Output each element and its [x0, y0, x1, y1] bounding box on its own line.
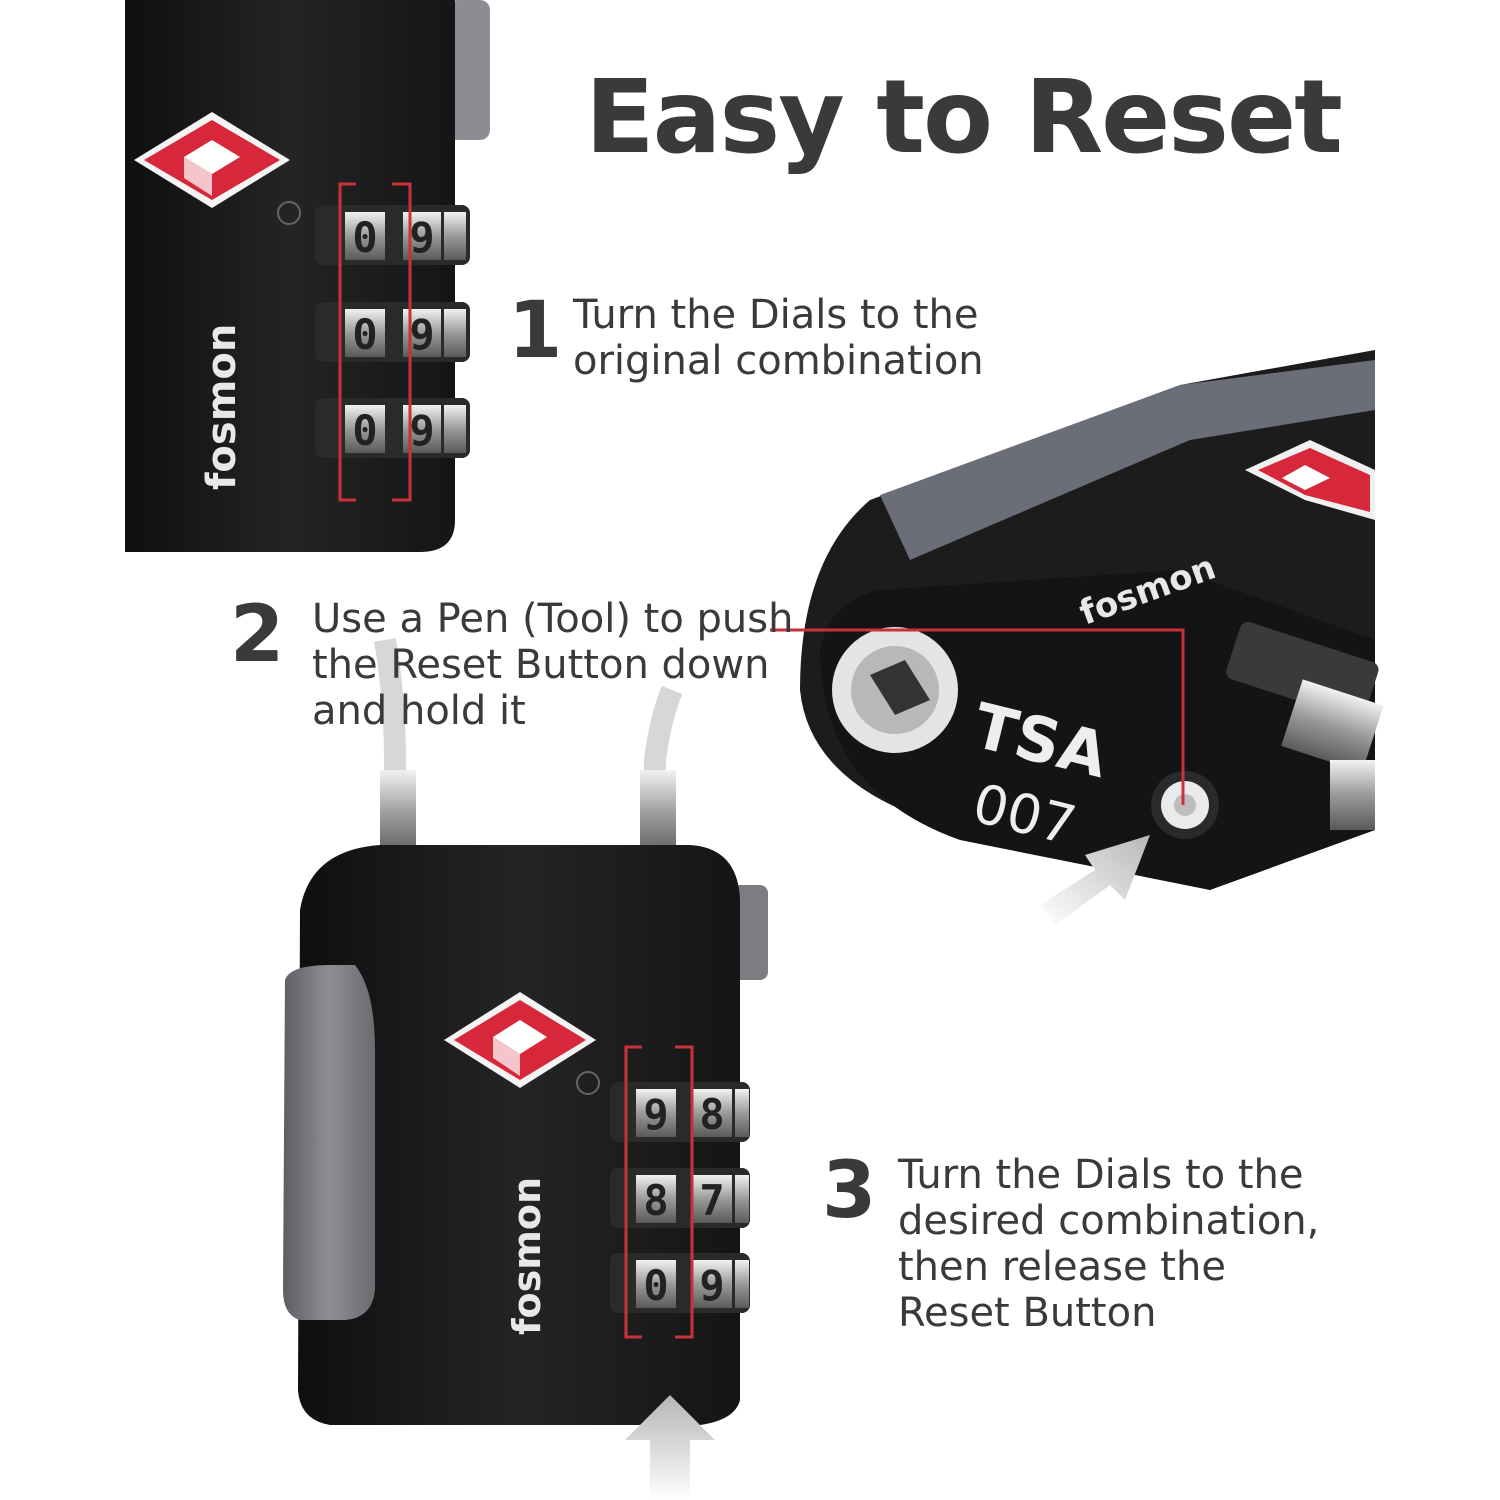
dial-3-next-digit: 9 [699, 1261, 724, 1310]
dial-2-next-digit: 7 [699, 1176, 724, 1225]
lock-3: 9 8 0 8 7 9 fosmon [283, 638, 768, 1500]
push-arrow-icon [1040, 835, 1150, 925]
step-2-number: 2 [230, 590, 285, 680]
step-1-text: Turn the Dials to the original combinati… [573, 292, 984, 384]
dial-1-next-digit: 9 [409, 213, 434, 262]
dial-1-digit: 0 [352, 213, 377, 262]
tsa-diamond-icon [1245, 440, 1375, 520]
brand-logo: fosmon [199, 324, 245, 490]
step-3-text: Turn the Dials to the desired combinatio… [898, 1152, 1320, 1336]
registered-mark-icon [576, 1071, 600, 1095]
dial-3-next-digit: 9 [409, 406, 434, 455]
dial-3-digit: 0 [352, 406, 377, 455]
tsa-diamond-icon [134, 112, 290, 208]
highlight-bracket-3 [624, 1045, 694, 1339]
dial-1-digit: 9 [643, 1090, 668, 1139]
pointer-line [770, 628, 1185, 805]
dial-2-digit: 0 [352, 310, 377, 359]
tsa-diamond-icon [444, 992, 596, 1088]
registered-mark-icon [277, 201, 301, 225]
dial-1-next-digit: 8 [699, 1090, 724, 1139]
dial-3-digit: 0 [643, 1261, 668, 1310]
step-3-number: 3 [822, 1146, 877, 1236]
step-1-number: 1 [508, 286, 563, 376]
dial-stack-1: 0 0 0 9 9 9 [315, 205, 470, 458]
lock-2: TSA 007 fosmon [770, 350, 1384, 925]
lock-1: 0 0 0 9 9 9 fosmon [125, 0, 490, 552]
page-title: Easy to Reset [585, 58, 1343, 177]
dial-2-next-digit: 9 [409, 310, 434, 359]
push-up-arrow-icon [625, 1395, 715, 1500]
dial-stack-3: 9 8 0 8 7 9 [610, 1082, 750, 1313]
highlight-bracket-1 [338, 182, 412, 502]
step-2-text: Use a Pen (Tool) to push the Reset Butto… [312, 596, 794, 734]
dial-2-digit: 8 [643, 1176, 668, 1225]
dial-stack-2 [1226, 621, 1384, 830]
brand-logo: fosmon [505, 1177, 549, 1335]
